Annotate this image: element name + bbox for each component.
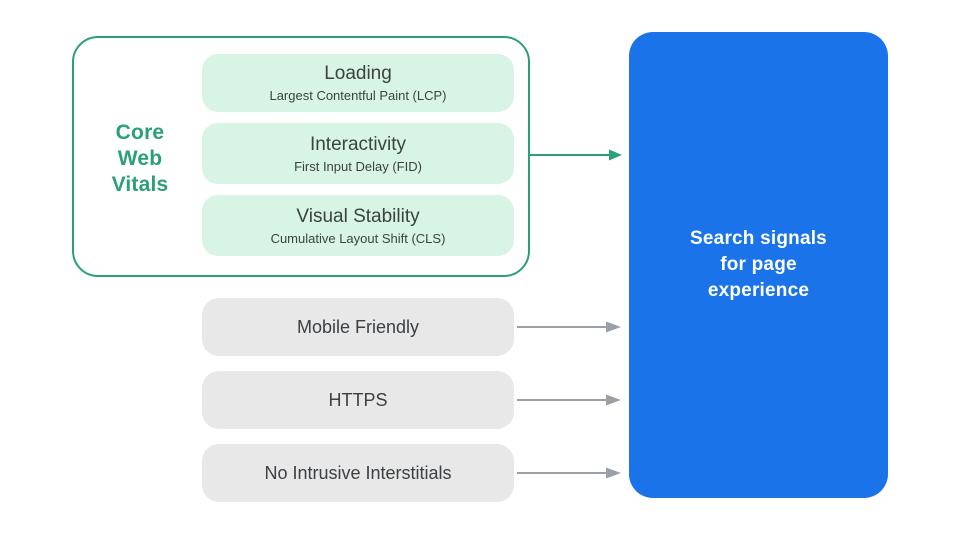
no-intrusive-interstitials-arrow-icon xyxy=(517,467,621,479)
signal-pill-label: Mobile Friendly xyxy=(296,316,420,337)
signal-pill-label: No Intrusive Interstitials xyxy=(264,462,452,483)
signal-pill-no-intrusive-interstitials: No Intrusive Interstitials xyxy=(202,444,514,502)
core-web-vitals-arrow-icon xyxy=(530,149,622,161)
search-signals-label: Search signals for page experience xyxy=(690,228,827,301)
vital-card-loading: Loading Largest Contentful Paint (LCP) xyxy=(202,54,514,112)
arrow-head xyxy=(606,467,621,479)
arrow-head xyxy=(606,321,621,333)
core-web-vitals-label: Core Web Vitals xyxy=(111,121,169,196)
vital-subtitle: First Input Delay (FID) xyxy=(294,158,422,174)
signal-pill-mobile-friendly: Mobile Friendly xyxy=(202,298,514,356)
signal-pill-https: HTTPS xyxy=(202,371,514,429)
vital-title: Loading xyxy=(324,63,392,84)
https-arrow-icon xyxy=(517,394,621,406)
vital-subtitle: Largest Contentful Paint (LCP) xyxy=(269,88,447,103)
core-web-vitals-group: Core Web Vitals Loading Largest Contentf… xyxy=(72,36,530,277)
search-signals-box: Search signals for page experience xyxy=(629,32,888,498)
vital-card-interactivity: Interactivity First Input Delay (FID) xyxy=(202,123,514,184)
arrow-head xyxy=(609,149,622,161)
vital-title: Interactivity xyxy=(309,133,407,155)
arrow-head xyxy=(606,394,621,406)
vital-title: Visual Stability xyxy=(296,205,420,227)
vital-card-visual-stability: Visual Stability Cumulative Layout Shift… xyxy=(202,195,514,256)
vital-subtitle: Cumulative Layout Shift (CLS) xyxy=(270,230,446,246)
mobile-friendly-arrow-icon xyxy=(517,321,621,333)
signal-pill-label: HTTPS xyxy=(328,389,388,410)
